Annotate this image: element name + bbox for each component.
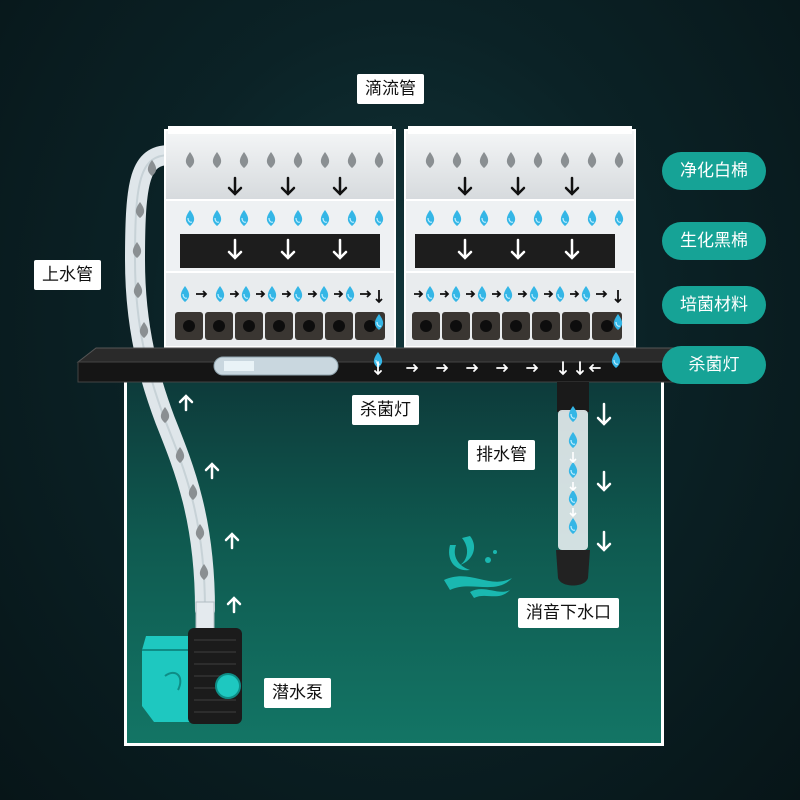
up-arrows bbox=[178, 394, 242, 614]
legend-white-sponge: 净化白棉 bbox=[662, 152, 766, 190]
water-splash-icon bbox=[444, 536, 512, 598]
mixed-row-right bbox=[414, 285, 623, 331]
drain-pipe bbox=[556, 382, 612, 586]
black-sponge-left bbox=[180, 234, 380, 268]
label-silent-outlet: 消音下水口 bbox=[518, 598, 619, 628]
silent-outlet-head bbox=[556, 550, 590, 586]
label-submersible-pump: 潜水泵 bbox=[264, 678, 331, 708]
filter-box-left bbox=[164, 126, 396, 348]
legend-uv-lamp: 杀菌灯 bbox=[662, 346, 766, 384]
label-uv-lamp: 杀菌灯 bbox=[352, 395, 419, 425]
label-drip-tube: 滴流管 bbox=[357, 74, 424, 104]
mixed-row-left bbox=[180, 285, 384, 331]
legend-bio-media: 培菌材料 bbox=[662, 286, 766, 324]
legend-black-sponge: 生化黑棉 bbox=[662, 222, 766, 260]
tray-rail bbox=[76, 347, 724, 383]
label-drain-pipe: 排水管 bbox=[468, 440, 535, 470]
filter-box-right bbox=[404, 126, 636, 348]
black-sponge-right bbox=[415, 234, 615, 268]
submersible-pump bbox=[142, 601, 242, 724]
label-inlet-pipe: 上水管 bbox=[34, 260, 101, 290]
